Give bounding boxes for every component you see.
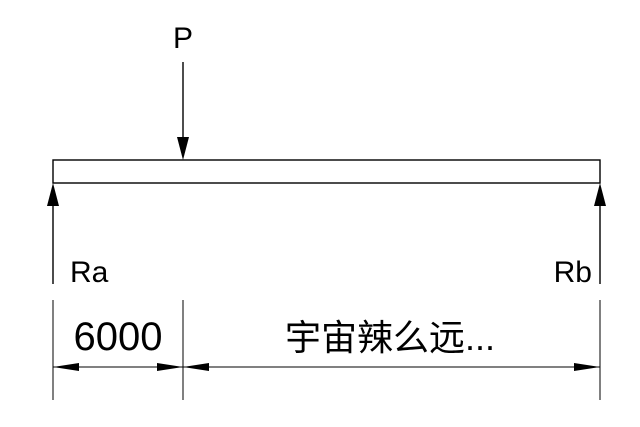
right-dimension-text: 宇宙辣么远... <box>285 317 495 358</box>
beam <box>52 159 601 184</box>
right-dimension-arrow-end <box>574 363 600 371</box>
left-reaction-label: Ra <box>70 256 109 289</box>
left-dimension-arrow-start <box>53 363 79 371</box>
load-label: P <box>173 22 193 55</box>
left-dimension-text: 6000 <box>74 315 163 359</box>
load-arrow-head <box>177 137 189 160</box>
right-reaction-arrow-head <box>594 183 606 206</box>
right-reaction-label: Rb <box>554 256 592 289</box>
left-dimension-arrow-end <box>157 363 183 371</box>
left-reaction-arrow-head <box>47 183 59 206</box>
right-dimension-arrow-start <box>183 363 209 371</box>
